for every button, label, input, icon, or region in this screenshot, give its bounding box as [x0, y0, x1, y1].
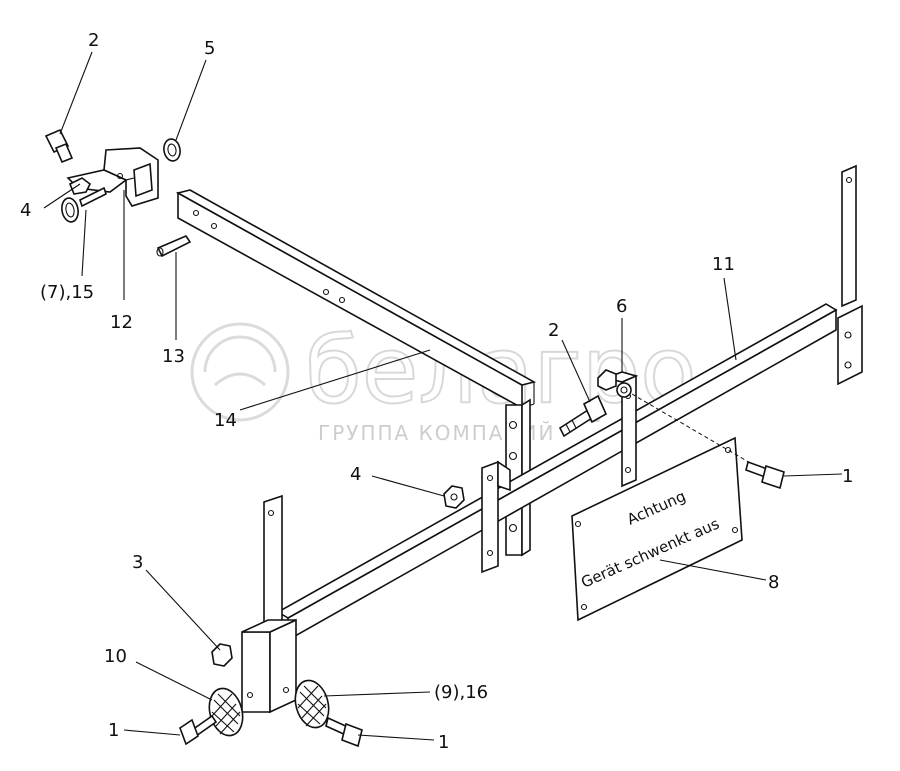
callout-8: 8: [768, 572, 779, 593]
callout-7-15: (7),15: [40, 282, 94, 303]
callout-2-middle: 2: [548, 320, 559, 341]
assembly-axis-right: [631, 393, 753, 465]
part-10-reflector: [208, 687, 244, 737]
callout-3: 3: [132, 552, 143, 573]
part-8-warning-plate: Achtung Gerät schwenkt aus: [571, 436, 743, 622]
callout-1-top-right: 1: [842, 466, 853, 487]
callout-4-top-left: 4: [20, 200, 31, 221]
part-2-bolt-middle: [558, 394, 608, 438]
callout-4-middle: 4: [350, 464, 361, 485]
middle-bracket-left: [481, 460, 511, 574]
part-1-bolt-top-right: [745, 460, 785, 490]
part-4-nut-middle: [443, 485, 465, 509]
left-upright: [241, 494, 297, 714]
part-4-nut-top-left: [68, 177, 92, 195]
callout-12: 12: [110, 312, 133, 333]
part-13-pin: [156, 235, 192, 258]
part-7-15-washer-pin: [61, 186, 107, 223]
clamp-nut: [597, 369, 632, 398]
part-1-bolt-bottom-left: [179, 714, 218, 746]
callout-1-bottom-left: 1: [108, 720, 119, 741]
part-5-washer: [163, 138, 181, 162]
part-9-16-reflector: [294, 679, 330, 729]
leader-lines: [43, 51, 843, 741]
part-2-bolt-top-left: [44, 128, 74, 164]
callout-1-bottom-right: 1: [438, 732, 449, 753]
right-upright: [837, 164, 863, 386]
callout-11: 11: [712, 254, 735, 275]
callout-5: 5: [204, 38, 215, 59]
callout-2-top-left: 2: [88, 30, 99, 51]
callout-13: 13: [162, 346, 185, 367]
callout-6: 6: [616, 296, 627, 317]
callout-10: 10: [104, 646, 127, 667]
part-1-bolt-bottom-right: [325, 716, 363, 748]
watermark-emblem: [190, 322, 290, 422]
callouts: 2 5 4 (7),15 12 13 14 2 6 11 1 4 8 3 10 …: [20, 30, 853, 753]
callout-14: 14: [214, 410, 237, 431]
part-12-hitch-bracket: [66, 147, 159, 207]
part-14-bar: [175, 189, 537, 410]
callout-9-16: (9),16: [434, 682, 488, 703]
part-3-nut: [211, 643, 233, 667]
